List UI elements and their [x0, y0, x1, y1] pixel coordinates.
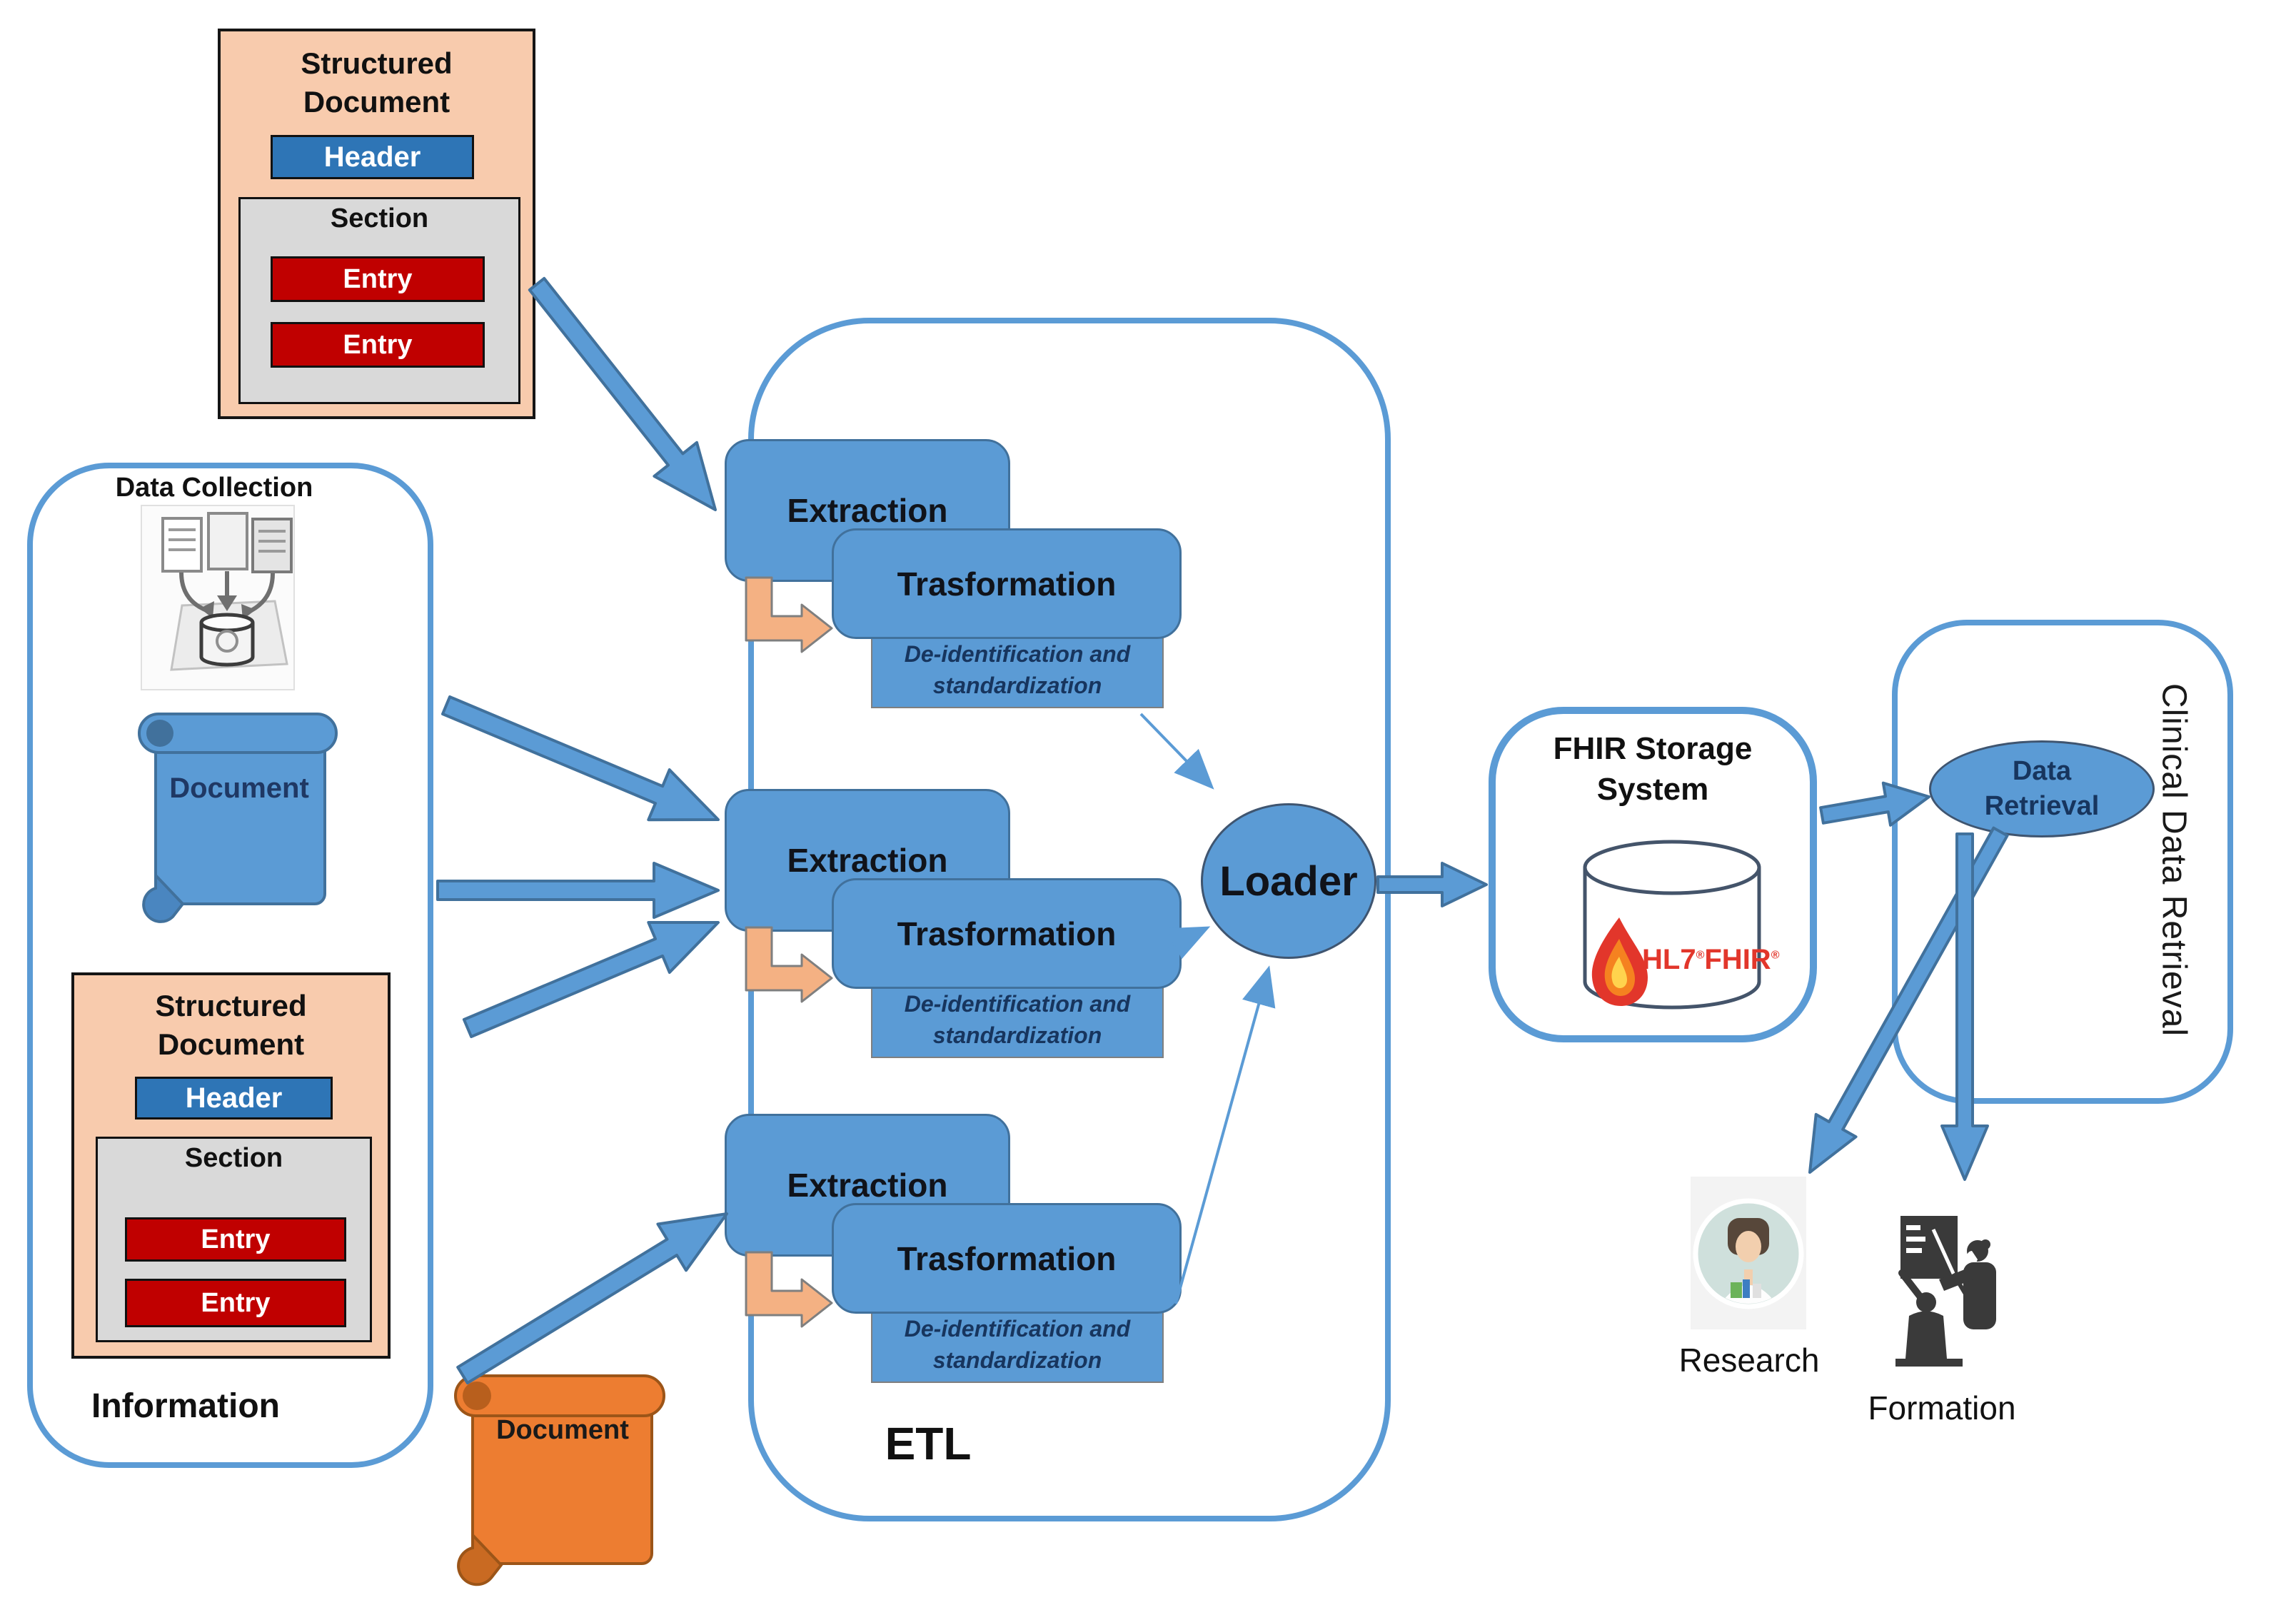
data-retrieval-ellipse: Data Retrieval	[1929, 740, 2155, 837]
fhir-text: FHIR	[1704, 944, 1771, 975]
deidentification-box-1: De-identification and standardization	[871, 632, 1164, 708]
elbow-arrow-extraction-to-transformation-1	[745, 576, 833, 653]
clinical-container	[1892, 620, 2233, 1104]
arrow-sd1-to-extraction1	[528, 276, 717, 511]
data-collection-label: Data Collection	[115, 473, 313, 503]
arrow-fhir-to-data-retrieval	[1819, 781, 1930, 827]
fhir-title: FHIR Storage System	[1553, 731, 1753, 807]
registered-mark: ®	[1696, 949, 1705, 962]
orange-document-label: Document	[496, 1415, 629, 1445]
hl7-text: HL7	[1642, 944, 1696, 975]
registered-mark: ®	[1771, 949, 1780, 962]
deidentification-box-3: De-identification and standardization	[871, 1307, 1164, 1383]
etl-label: ETL	[885, 1418, 972, 1469]
arrow-datacollection-to-extraction2	[441, 695, 720, 822]
research-label: Research	[1678, 1342, 1820, 1379]
blue-document-scroll	[138, 713, 338, 923]
structured-document-title: Structured Document	[155, 989, 307, 1061]
arrow-data-retrieval-to-research	[1808, 826, 2009, 1174]
formation-label: Formation	[1868, 1389, 2016, 1427]
thin-arrows-to-loader	[1139, 713, 1276, 1304]
clinical-data-retrieval-label: Clinical Data Retrieval	[2155, 683, 2193, 1037]
blue-document-label: Document	[169, 773, 309, 804]
entry-box: Entry	[271, 322, 485, 368]
structured-document-left: Structured Document Header Section Entry…	[71, 972, 391, 1359]
structured-document-top: Structured Document Header Section Entry…	[218, 29, 535, 419]
entry-box: Entry	[271, 256, 485, 302]
transformation-box-2: Trasformation	[832, 878, 1182, 989]
section-label: Section	[330, 203, 429, 233]
information-label: Information	[91, 1387, 280, 1425]
loader-ellipse: Loader	[1201, 803, 1376, 959]
hl7-fhir-logo-text: HL7®FHIR®	[1642, 944, 1780, 976]
formation-icon	[1895, 1216, 1996, 1367]
fhir-container	[1489, 707, 1817, 1042]
research-avatar-icon	[1691, 1177, 1806, 1329]
arrow-data-retrieval-to-formation	[1940, 832, 1989, 1181]
arrow-loader-to-fhir	[1376, 862, 1488, 907]
structured-document-title: Structured Document	[301, 46, 453, 119]
transformation-box-3: Trasformation	[832, 1203, 1182, 1314]
orange-document-scroll	[454, 1374, 665, 1586]
arrow-orange-document-to-extraction3	[456, 1212, 728, 1385]
fhir-database-icon	[1583, 840, 1761, 1010]
elbow-arrow-extraction-to-transformation-3	[745, 1251, 833, 1328]
arrow-sd2-to-extraction2	[462, 921, 720, 1038]
section-box: Section Entry Entry	[238, 197, 520, 404]
header-box: Header	[271, 135, 474, 179]
transformation-box-1: Trasformation	[832, 528, 1182, 639]
information-container	[27, 463, 433, 1468]
data-retrieval-label: Data Retrieval	[1984, 755, 2100, 821]
entry-box: Entry	[125, 1279, 346, 1327]
arrow-document-to-extraction2	[436, 862, 720, 919]
header-box: Header	[135, 1077, 333, 1120]
hl7-flame-icon	[1591, 917, 1648, 1006]
data-collection-icon	[141, 505, 295, 690]
section-box: Section Entry Entry	[96, 1137, 372, 1342]
entry-box: Entry	[125, 1217, 346, 1262]
section-label: Section	[184, 1143, 283, 1173]
elbow-arrow-extraction-to-transformation-2	[745, 926, 833, 1003]
deidentification-box-2: De-identification and standardization	[871, 982, 1164, 1058]
